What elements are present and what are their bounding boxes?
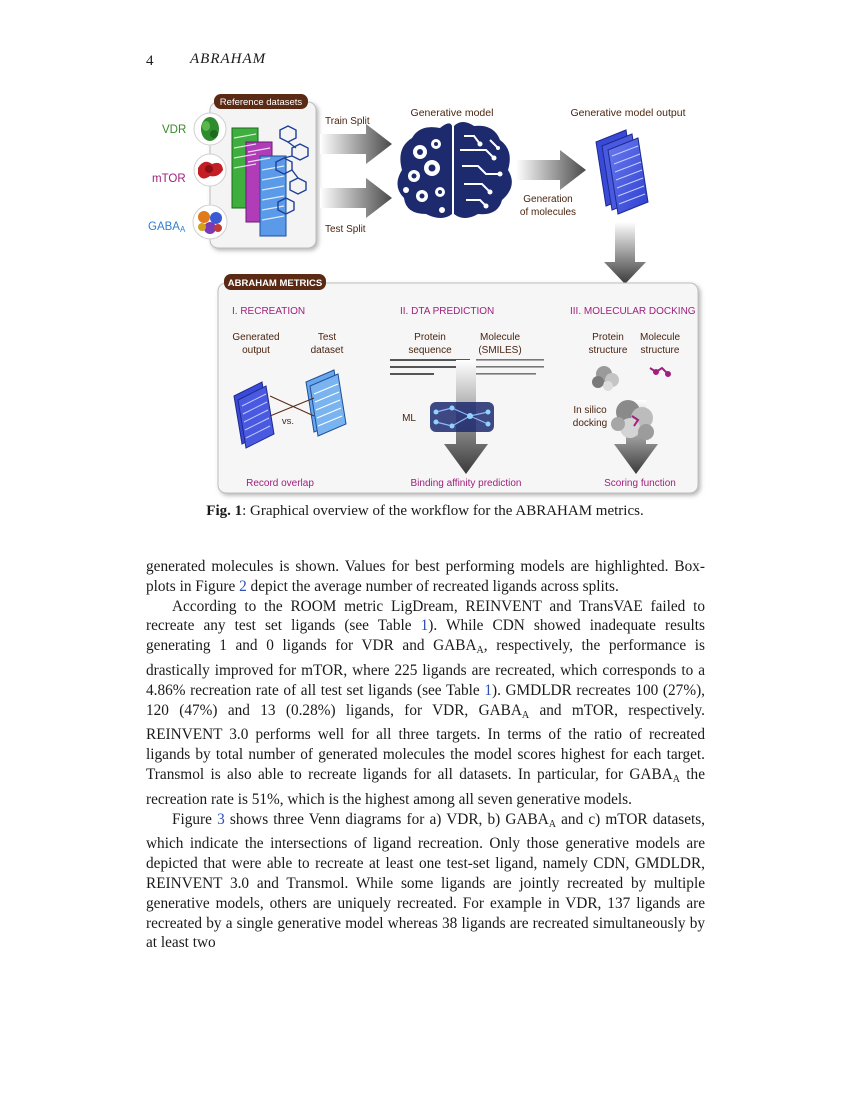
svg-text:Molecule: Molecule bbox=[640, 332, 680, 343]
svg-text:sequence: sequence bbox=[408, 345, 452, 356]
smiles-text-lines bbox=[476, 359, 544, 375]
caption-label: Fig. 1 bbox=[206, 503, 243, 519]
section-dta-prediction: II. DTA PREDICTION Protein sequence Mole… bbox=[390, 306, 544, 489]
running-head: ABRAHAM bbox=[190, 51, 267, 67]
generative-model-brain-icon bbox=[397, 122, 512, 218]
svg-text:Generated: Generated bbox=[232, 332, 279, 343]
svg-text:Protein: Protein bbox=[592, 332, 624, 343]
recreation-title: I. RECREATION bbox=[232, 306, 305, 317]
paragraph-3: Figure 3 shows three Venn diagrams for a… bbox=[146, 810, 706, 952]
docked-complex-icon bbox=[611, 400, 654, 440]
generative-output-sheets bbox=[595, 129, 649, 215]
ml-network-icon bbox=[430, 402, 494, 432]
output-to-metrics-arrow bbox=[604, 222, 646, 284]
figure-2-link[interactable]: 2 bbox=[239, 577, 247, 595]
dataset-sheets bbox=[231, 125, 309, 237]
docking-title: III. MOLECULAR DOCKING bbox=[570, 306, 696, 317]
table-1-link-2[interactable]: 1 bbox=[484, 681, 492, 699]
svg-text:Molecule: Molecule bbox=[480, 332, 520, 343]
test-split-label: Test Split bbox=[325, 224, 366, 235]
train-split-arrow bbox=[320, 124, 392, 164]
ml-label: ML bbox=[402, 413, 416, 424]
sequence-text-lines bbox=[390, 359, 470, 375]
body-text: generated molecules is shown. Values for… bbox=[146, 557, 705, 953]
section-molecular-docking: III. MOLECULAR DOCKING Protein structure… bbox=[570, 306, 696, 489]
mtor-protein-icon bbox=[198, 161, 223, 179]
workflow-figure: Reference datasets bbox=[148, 94, 699, 494]
svg-text:docking: docking bbox=[573, 418, 607, 429]
binding-affinity-label: Binding affinity prediction bbox=[411, 478, 522, 489]
svg-text:output: output bbox=[242, 345, 270, 356]
generation-label-line1: Generation bbox=[523, 194, 572, 205]
page-header: 4 ABRAHAM bbox=[146, 51, 265, 70]
generative-output-label: Generative model output bbox=[571, 107, 686, 119]
train-split-label: Train Split bbox=[325, 116, 370, 127]
dta-title: II. DTA PREDICTION bbox=[400, 306, 494, 317]
target-label-gaba: GABAA bbox=[148, 221, 186, 234]
generation-label-line2: of molecules bbox=[520, 207, 576, 218]
record-overlap-label: Record overlap bbox=[246, 478, 314, 489]
paragraph-2: According to the ROOM metric LigDream, R… bbox=[146, 597, 706, 808]
molecule-structure-icon bbox=[649, 366, 671, 377]
target-label-mtor: mTOR bbox=[152, 173, 186, 185]
vdr-protein-icon bbox=[201, 117, 219, 141]
svg-text:Protein: Protein bbox=[414, 332, 446, 343]
test-split-arrow bbox=[320, 178, 392, 218]
svg-text:structure: structure bbox=[589, 345, 628, 356]
paragraph-1: generated molecules is shown. Values for… bbox=[146, 558, 705, 595]
caption-text: : Graphical overview of the workflow for… bbox=[242, 503, 644, 519]
protein-structure-icon bbox=[592, 366, 619, 391]
generation-arrow bbox=[516, 150, 586, 190]
table-1-link[interactable]: 1 bbox=[420, 617, 429, 635]
reference-datasets-label: Reference datasets bbox=[220, 97, 303, 108]
overlap-lines bbox=[269, 395, 315, 417]
page-number: 4 bbox=[146, 53, 154, 69]
scoring-function-label: Scoring function bbox=[604, 478, 676, 489]
svg-text:dataset: dataset bbox=[311, 345, 344, 356]
reference-datasets-panel: Reference datasets bbox=[192, 94, 317, 249]
figure-3-link[interactable]: 3 bbox=[217, 810, 225, 828]
section-recreation: I. RECREATION Generated output Test data… bbox=[232, 306, 347, 489]
target-label-vdr: VDR bbox=[162, 124, 186, 136]
svg-text:Test: Test bbox=[318, 332, 337, 343]
figure-caption: Fig. 1: Graphical overview of the workfl… bbox=[0, 503, 850, 520]
svg-text:In silico: In silico bbox=[573, 405, 607, 416]
metrics-title: ABRAHAM METRICS bbox=[228, 278, 322, 289]
svg-text:structure: structure bbox=[641, 345, 680, 356]
vs-label: vs. bbox=[282, 416, 294, 427]
generative-model-label: Generative model bbox=[411, 107, 494, 119]
recreation-generated-sheets bbox=[233, 381, 275, 449]
docking-down-arrow bbox=[614, 400, 658, 474]
gaba-protein-icon bbox=[198, 211, 222, 234]
svg-text:(SMILES): (SMILES) bbox=[478, 345, 521, 356]
